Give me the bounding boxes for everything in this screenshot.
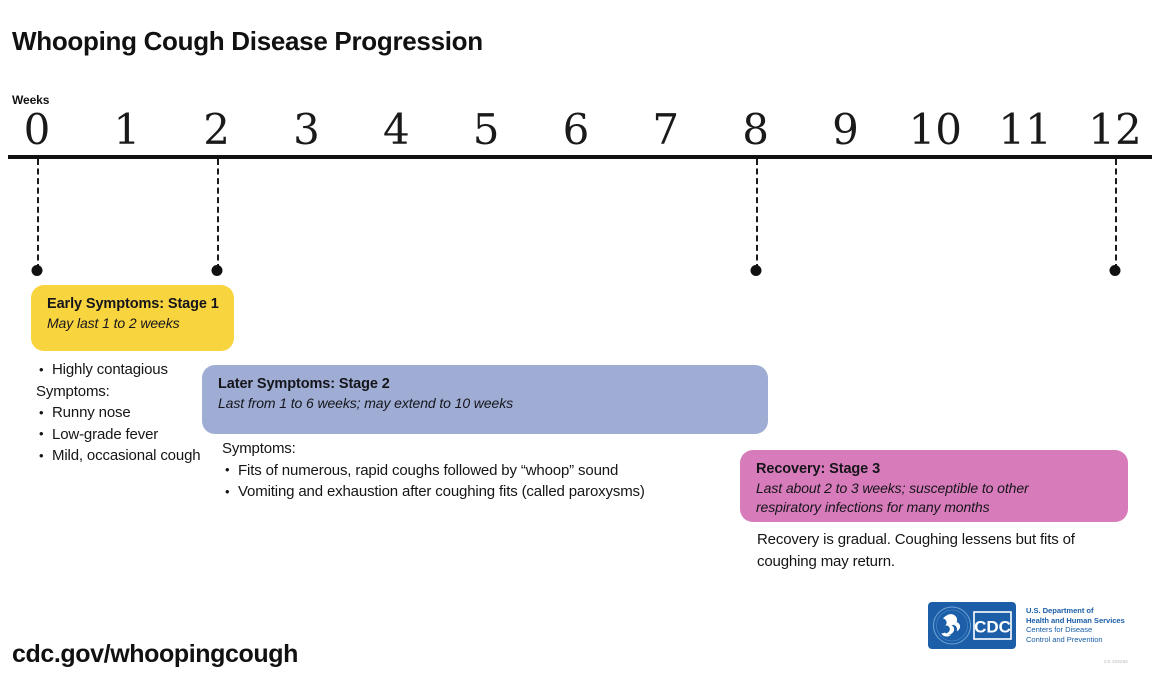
stage-1-title: Early Symptoms: Stage 1 bbox=[47, 296, 219, 312]
page-title: Whooping Cough Disease Progression bbox=[12, 26, 483, 56]
week-tick-5: 5 bbox=[472, 105, 500, 154]
stage-2-title: Later Symptoms: Stage 2 bbox=[218, 376, 390, 392]
stage-1-body-line-1: Highly contagious bbox=[36, 359, 200, 381]
dropline-week-2 bbox=[216, 159, 219, 270]
stage-2-subtitle: Last from 1 to 6 weeks; may extend to 10… bbox=[218, 395, 513, 411]
timeline-dot-week-8 bbox=[750, 265, 762, 276]
timeline-dot-week-0 bbox=[31, 265, 43, 276]
week-tick-7: 7 bbox=[652, 105, 680, 154]
stage-2-body: Symptoms: Fits of numerous, rapid coughs … bbox=[222, 438, 645, 503]
stage-1-body-line-5: Mild, occasional cough bbox=[36, 445, 201, 467]
cdc-agency-text: U.S. Department of Health and Human Serv… bbox=[1026, 606, 1128, 644]
cdc-line-1: U.S. Department of bbox=[1026, 606, 1094, 615]
stage-3-body-line-2: coughing may return. bbox=[757, 552, 895, 570]
cdc-line-3: Centers for Disease bbox=[1026, 625, 1093, 635]
cdc-line-2: Health and Human Services bbox=[1026, 615, 1125, 625]
week-tick-1: 1 bbox=[113, 105, 141, 154]
week-tick-6: 6 bbox=[562, 105, 590, 154]
stage-1-box: Early Symptoms: Stage 1 May last 1 to 2 … bbox=[31, 285, 234, 351]
stage-3-box: Recovery: Stage 3 Last about 2 to 3 week… bbox=[740, 450, 1128, 522]
dropline-week-0 bbox=[37, 159, 39, 270]
stage-3-body-line-1: Recovery is gradual. Coughing lessens bu… bbox=[757, 531, 1075, 548]
stage-2-body-line-2: Fits of numerous, rapid coughs followed … bbox=[222, 459, 645, 482]
timeline-dot-week-12 bbox=[1109, 265, 1121, 276]
week-tick-3: 3 bbox=[293, 105, 320, 154]
hhs-bird-icon: CDC bbox=[933, 606, 1012, 645]
stage-2-box: Later Symptoms: Stage 2 Last from 1 to 6… bbox=[202, 365, 768, 434]
footer-url[interactable]: cdc.gov/whoopingcough bbox=[12, 640, 299, 668]
stage-2-body-line-3: Vomiting and exhaustion after coughing f… bbox=[222, 481, 645, 503]
dropline-week-8 bbox=[755, 159, 758, 270]
svg-text:CDC: CDC bbox=[974, 618, 1011, 637]
stage-3-subtitle-line-2: respiratory infections for many months bbox=[756, 499, 990, 515]
week-tick-11: 11 bbox=[998, 105, 1052, 154]
week-tick-10: 10 bbox=[908, 105, 963, 154]
stage-3-title: Recovery: Stage 3 bbox=[756, 461, 881, 477]
stage-3-body: Recovery is gradual. Coughing lessens bu… bbox=[757, 529, 1075, 572]
axis-label-weeks: Weeks bbox=[12, 93, 50, 107]
stage-3-subtitle-line-1: Last about 2 to 3 weeks; susceptible to … bbox=[756, 480, 1029, 496]
stage-1-body-line-2: Symptoms: bbox=[36, 382, 110, 400]
stage-1-body-line-3: Runny nose bbox=[36, 402, 200, 424]
stage-1-subtitle: May last 1 to 2 weeks bbox=[47, 315, 180, 331]
cdc-line-4: Control and Prevention bbox=[1026, 634, 1103, 644]
week-tick-8: 8 bbox=[742, 105, 769, 154]
dropline-week-12 bbox=[1114, 159, 1117, 270]
cdc-seal-icon: CDC bbox=[928, 602, 1016, 649]
cdc-logo: CDC U.S. Department of Health and Human … bbox=[928, 602, 1128, 650]
week-tick-2: 2 bbox=[203, 105, 231, 154]
week-tick-9: 9 bbox=[832, 105, 859, 154]
week-tick-4: 4 bbox=[382, 105, 410, 154]
stage-1-body-line-4: Low-grade fever bbox=[36, 423, 200, 446]
timeline-axis bbox=[8, 155, 1152, 159]
week-tick-12: 12 bbox=[1088, 105, 1142, 154]
publication-code: CS 328268 bbox=[1104, 659, 1128, 664]
timeline-dot-week-2 bbox=[211, 265, 223, 276]
stage-2-body-line-1: Symptoms: bbox=[222, 440, 296, 457]
week-tick-0: 0 bbox=[23, 105, 51, 154]
